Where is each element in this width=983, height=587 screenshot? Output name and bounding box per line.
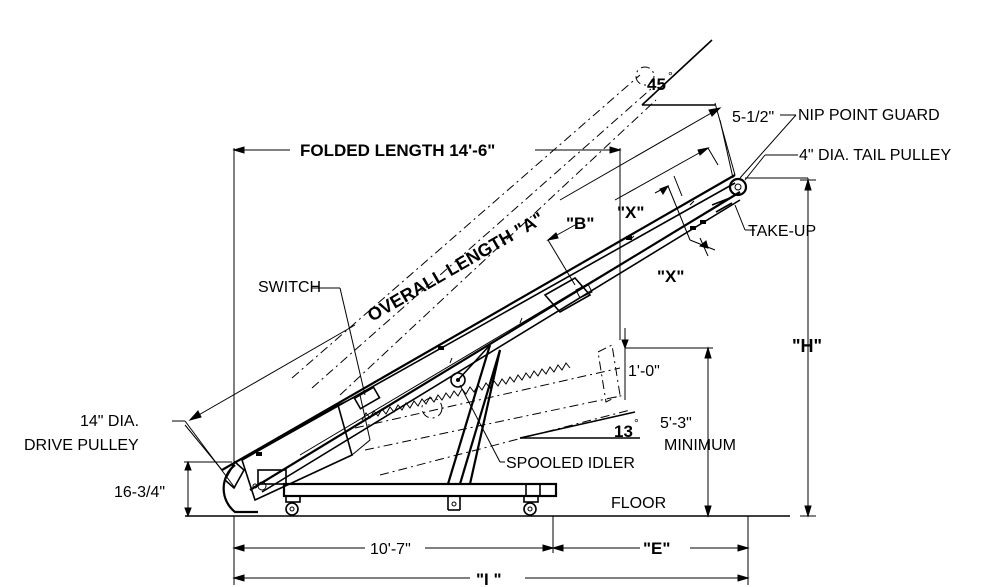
five-three-label: 5'-3" bbox=[660, 415, 692, 432]
drive-height-dim bbox=[184, 460, 232, 518]
b-dim bbox=[546, 147, 719, 286]
switch-leader bbox=[312, 287, 366, 396]
i-dim-label: "I " bbox=[476, 570, 502, 587]
angle-13-label: 13 bbox=[614, 422, 633, 441]
drive-pulley-leader bbox=[172, 420, 236, 489]
tail-pulley-label: 4" DIA. TAIL PULLEY bbox=[799, 147, 951, 164]
lowered-conveyor-ghost bbox=[354, 344, 631, 476]
overall-length-label: OVERALL LENGTH "A" bbox=[364, 208, 547, 325]
spooled-idler-leader bbox=[459, 384, 505, 463]
floor-label: FLOOR bbox=[611, 495, 666, 512]
nip-offset-label: 5-1/2" bbox=[732, 109, 774, 126]
drive-pulley-label-1: 14" DIA. bbox=[80, 413, 139, 430]
x-dim-label-bottom: "X" bbox=[657, 267, 684, 286]
angle-45-degree: ° bbox=[668, 69, 673, 83]
x-dim-bottom bbox=[689, 237, 716, 257]
folded-length-dim bbox=[232, 146, 622, 465]
one-foot-label: 1'-0" bbox=[628, 363, 660, 380]
caster-right bbox=[523, 483, 541, 516]
switch-label: SWITCH bbox=[258, 279, 321, 296]
folded-length-label: FOLDED LENGTH 14'-6" bbox=[300, 141, 495, 160]
angle-45-label: 45 bbox=[647, 75, 666, 94]
nip-point-guard-label: NIP POINT GUARD bbox=[798, 107, 940, 124]
bottom-dims bbox=[232, 516, 750, 585]
caster-left bbox=[285, 495, 301, 516]
leaders-top-right bbox=[719, 114, 809, 516]
e-dim-label: "E" bbox=[643, 539, 670, 558]
h-dim bbox=[800, 178, 816, 518]
drive-pulley-label-2: DRIVE PULLEY bbox=[24, 437, 139, 454]
angle-13-indicator bbox=[519, 411, 640, 439]
angle-13-degree: ° bbox=[634, 416, 639, 430]
drive-pulley bbox=[222, 460, 287, 514]
base-frame bbox=[282, 344, 558, 516]
spooled-idler-label: SPOOLED IDLER bbox=[506, 455, 635, 472]
angle-45-indicator bbox=[641, 39, 715, 106]
folded-conveyor-ghost bbox=[291, 66, 657, 396]
minimum-dims bbox=[621, 328, 713, 518]
x-dim-top bbox=[654, 175, 691, 241]
ten-seven-label: 10'-7" bbox=[370, 541, 411, 558]
drive-height-label: 16-3/4" bbox=[114, 484, 165, 501]
conveyor-bed bbox=[221, 174, 741, 502]
x-dim-label-top: "X" bbox=[617, 203, 644, 222]
minimum-label: MINIMUM bbox=[664, 437, 736, 454]
h-dim-label: "H" bbox=[792, 336, 822, 356]
b-dim-label: "B" bbox=[566, 214, 594, 233]
take-up-label: TAKE-UP bbox=[748, 223, 816, 240]
tail-pulley bbox=[711, 177, 748, 213]
